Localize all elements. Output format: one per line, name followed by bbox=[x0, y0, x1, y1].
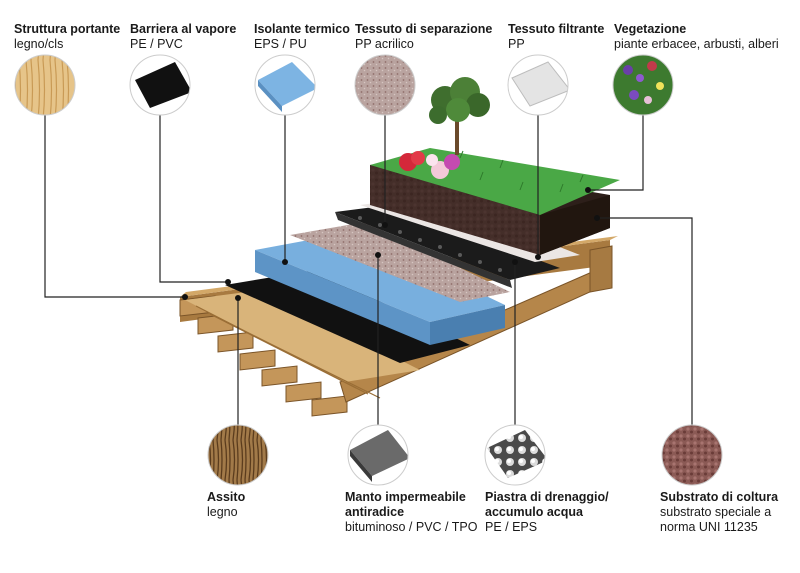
label-separazione: Tessuto di separazione PP acrilico bbox=[355, 22, 492, 52]
swatch-manto bbox=[347, 424, 409, 486]
piastra-layer bbox=[335, 205, 560, 288]
swatch-struttura bbox=[14, 54, 76, 116]
swatch-barriera bbox=[129, 54, 191, 116]
label-filtrante: Tessuto filtrante PP bbox=[508, 22, 604, 52]
swatch-assito bbox=[207, 424, 269, 486]
label-manto-sub: bituminoso / PVC / TPO bbox=[345, 520, 478, 534]
label-manto-title: Manto impermeabile bbox=[345, 490, 466, 504]
label-struttura-title: Struttura portante bbox=[14, 22, 121, 36]
label-barriera: Barriera al vapore PE / PVC bbox=[130, 22, 236, 52]
swatch-piastra bbox=[484, 424, 546, 486]
label-vegetazione: Vegetazione piante erbacee, arbusti, alb… bbox=[614, 22, 779, 52]
tree bbox=[429, 77, 490, 155]
label-assito-sub: legno bbox=[207, 505, 238, 519]
leader-lines bbox=[44, 115, 693, 425]
label-assito: Assito legno bbox=[207, 490, 245, 520]
label-struttura-sub: legno/cls bbox=[14, 37, 64, 51]
label-isolante: Isolante termico EPS / PU bbox=[254, 22, 350, 52]
flowers bbox=[399, 151, 460, 179]
assito-layer bbox=[185, 290, 420, 399]
label-filtrante-sub: PP bbox=[508, 37, 525, 51]
label-separazione-title: Tessuto di separazione bbox=[355, 22, 493, 36]
leader-dots bbox=[182, 187, 600, 301]
label-piastra-title2: accumulo acqua bbox=[485, 505, 583, 519]
swatch-isolante bbox=[254, 54, 316, 116]
label-isolante-sub: EPS / PU bbox=[254, 37, 307, 51]
label-assito-title: Assito bbox=[207, 490, 246, 504]
label-substrato-sub2: norma UNI 11235 bbox=[660, 520, 758, 534]
label-piastra-sub: PE / EPS bbox=[485, 520, 538, 534]
barriera-layer bbox=[225, 270, 470, 363]
swatch-vegetazione bbox=[612, 54, 674, 116]
label-filtrante-title: Tessuto filtrante bbox=[508, 22, 605, 36]
label-manto-title2: antiradice bbox=[345, 505, 405, 519]
label-manto: Manto impermeabile antiradice bituminoso… bbox=[345, 490, 477, 535]
label-isolante-title: Isolante termico bbox=[254, 22, 350, 36]
label-piastra-title: Piastra di drenaggio/ bbox=[485, 490, 609, 504]
swatch-separazione bbox=[354, 54, 416, 116]
swatch-filtrante bbox=[507, 54, 569, 116]
label-substrato-title: Substrato di coltura bbox=[660, 490, 779, 504]
label-struttura: Struttura portante legno/cls bbox=[14, 22, 120, 52]
label-substrato: Substrato di coltura substrato speciale … bbox=[660, 490, 778, 535]
label-barriera-sub: PE / PVC bbox=[130, 37, 183, 51]
label-vegetazione-sub: piante erbacee, arbusti, alberi bbox=[614, 37, 779, 51]
substrato-layer bbox=[370, 160, 610, 255]
swatch-substrato bbox=[661, 424, 723, 486]
label-substrato-sub: substrato speciale a bbox=[660, 505, 772, 519]
label-piastra: Piastra di drenaggio/ accumulo acqua PE … bbox=[485, 490, 609, 535]
separazione-layer bbox=[290, 222, 510, 302]
label-separazione-sub: PP acrilico bbox=[355, 37, 414, 51]
label-vegetazione-title: Vegetazione bbox=[614, 22, 687, 36]
isolante-layer bbox=[255, 232, 505, 345]
label-barriera-title: Barriera al vapore bbox=[130, 22, 237, 36]
